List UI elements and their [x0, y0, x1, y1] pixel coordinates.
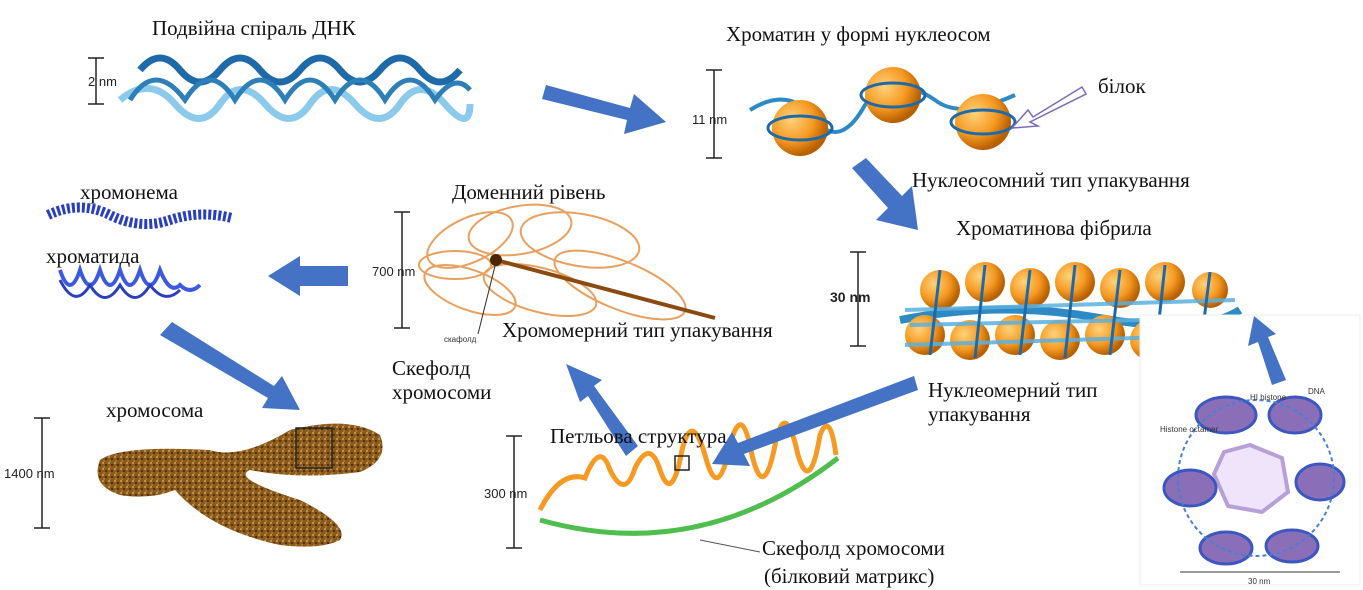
label-scaffold-matrix-line1: Скефолд хромосоми [762, 536, 945, 560]
domain-dimension-text: 700 nm [372, 264, 415, 279]
label-chromomere-packing: Хромомерний тип упакування [502, 318, 773, 342]
chromosome [98, 424, 383, 547]
histone-octamer-text: Histone octamer [1160, 425, 1219, 434]
label-nucleosome-chromatin: Хроматин у формі нуклеосом [726, 22, 990, 46]
h1-histone-text: HI histone [1250, 393, 1287, 402]
label-chromatid: хроматида [46, 244, 139, 268]
dna-dimension: 2 nm [88, 58, 117, 104]
label-domain-level: Доменний рівень [452, 180, 606, 204]
nucleosome-dimension-text: 11 nm [692, 112, 727, 127]
arrow-chromatid-to-chromosome [160, 322, 300, 410]
arrow-domain-to-chromatid [268, 256, 348, 296]
scaffold-mark-text: скафолд [444, 335, 477, 344]
chromatid [60, 270, 200, 298]
nucleosome-chromatin [750, 67, 1015, 156]
solenoid-top-view: HI histone DNA Histone octamer 30 nm [1140, 315, 1360, 586]
label-nucleosome-packing: Нуклеосомний тип упакування [912, 168, 1190, 192]
label-chromatin-fibril: Хроматинова фібрила [956, 216, 1152, 240]
nucleosome-dimension: 11 nm [692, 70, 727, 158]
dna-dimension-text: 2 nm [88, 74, 117, 89]
chromosome-dimension-text: 1400 nm [4, 466, 55, 481]
label-scaffold-chromosome: Скефолд хромосоми [392, 356, 512, 404]
label-protein: білок [1098, 74, 1146, 98]
scale-30nm-text: 30 nm [1248, 577, 1271, 586]
loop-dimension-text: 300 nm [484, 486, 527, 501]
dna-tag-text: DNA [1308, 387, 1326, 396]
label-dna-helix: Подвійна спіраль ДНК [152, 16, 356, 40]
fibril-dimension-text: 30 nm [830, 289, 870, 305]
dna-double-helix [120, 58, 470, 119]
protein-pointer-arrow [1012, 87, 1086, 128]
label-nucleomere-packing: Нуклеомерний тип упакування [928, 378, 1124, 426]
fibril-dimension: 30 nm [830, 252, 870, 346]
chromonema [48, 208, 232, 225]
loop-dimension: 300 nm [484, 436, 527, 548]
label-loop-structure: Петльова структура [550, 424, 727, 448]
label-scaffold-matrix-line2: (білковий матрикс) [764, 564, 934, 588]
label-chromonema: хромонема [80, 180, 178, 204]
domain-dimension: 700 nm [372, 212, 415, 328]
arrow-dna-to-nucleosome [542, 85, 666, 134]
label-chromosome: хромосома [106, 398, 203, 422]
chromosome-dimension: 1400 nm [4, 418, 55, 528]
arrow-nucleosome-to-fibril [852, 158, 918, 230]
